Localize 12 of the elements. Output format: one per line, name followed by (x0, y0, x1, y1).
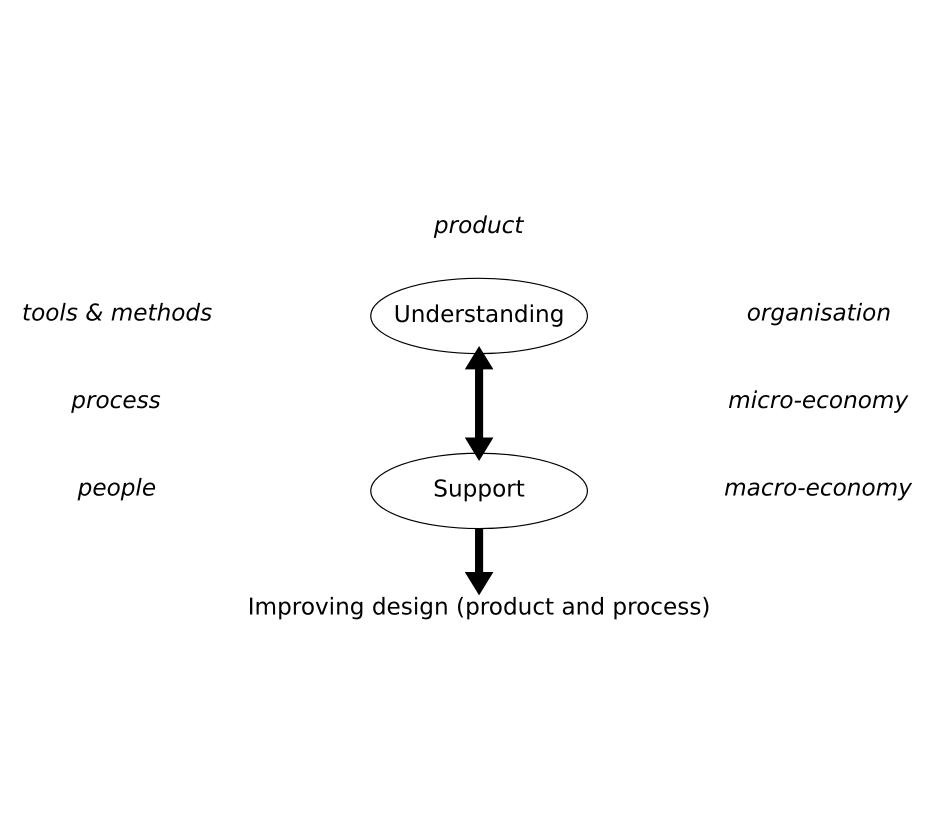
node-ellipse: Support (370, 452, 588, 529)
label: organisation (746, 299, 892, 326)
label: macro-economy (724, 474, 912, 502)
label: tools & methods (22, 299, 212, 326)
node-ellipse: Understanding (370, 277, 588, 354)
arrow (464, 345, 494, 460)
label: product (434, 212, 524, 239)
label: people (78, 474, 156, 502)
label: micro-economy (728, 386, 908, 414)
node-text: Improving design (product and process) (248, 592, 710, 620)
arrow (464, 528, 494, 595)
label: process (71, 386, 161, 414)
